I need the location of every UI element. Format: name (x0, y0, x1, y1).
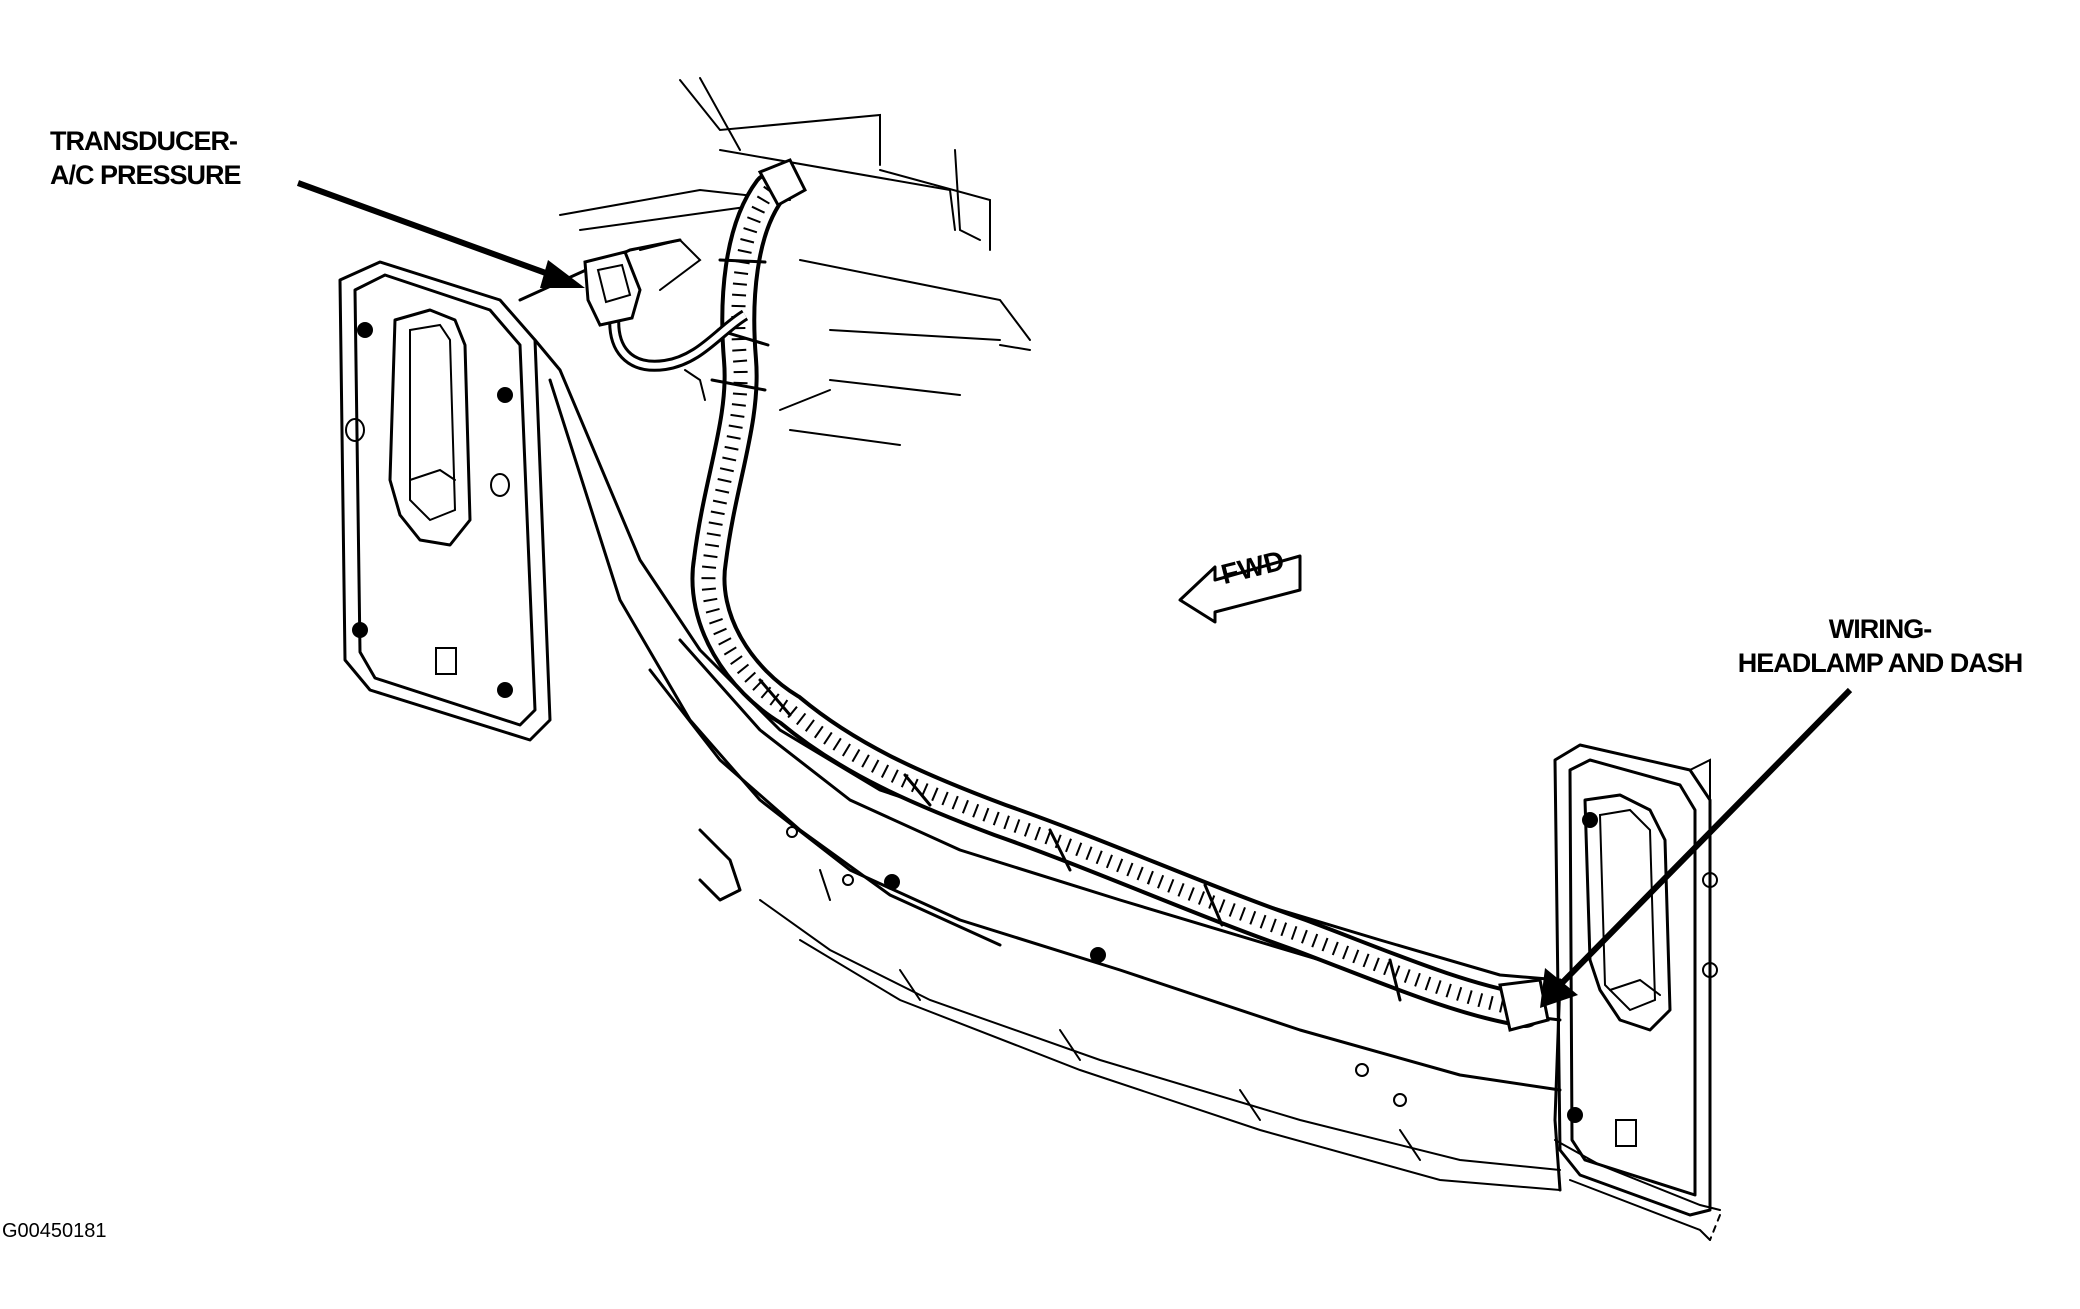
left-mounting-plate (338, 260, 552, 742)
background-structure (559, 77, 1031, 446)
figure-id: G00450181 (2, 1220, 107, 1242)
ac-pressure-transducer (583, 238, 749, 401)
radiator-support-beam (518, 238, 1721, 1241)
wiring-label-line1: WIRING- (1828, 614, 1932, 644)
transducer-callout-label: TRANSDUCER- A/C PRESSURE (50, 124, 242, 192)
transducer-label-line2: A/C PRESSURE (50, 160, 242, 190)
wiring-harness (690, 158, 1550, 1032)
wiring-callout-label: WIRING- HEADLAMP AND DASH (1700, 612, 2060, 680)
right-mounting-plate (1553, 743, 1718, 1217)
fwd-arrow-icon (1178, 554, 1302, 624)
wiring-label-line2: HEADLAMP AND DASH (1737, 648, 2024, 678)
transducer-label-line1: TRANSDUCER- (50, 126, 238, 156)
leader-arrows (296, 180, 1853, 1008)
